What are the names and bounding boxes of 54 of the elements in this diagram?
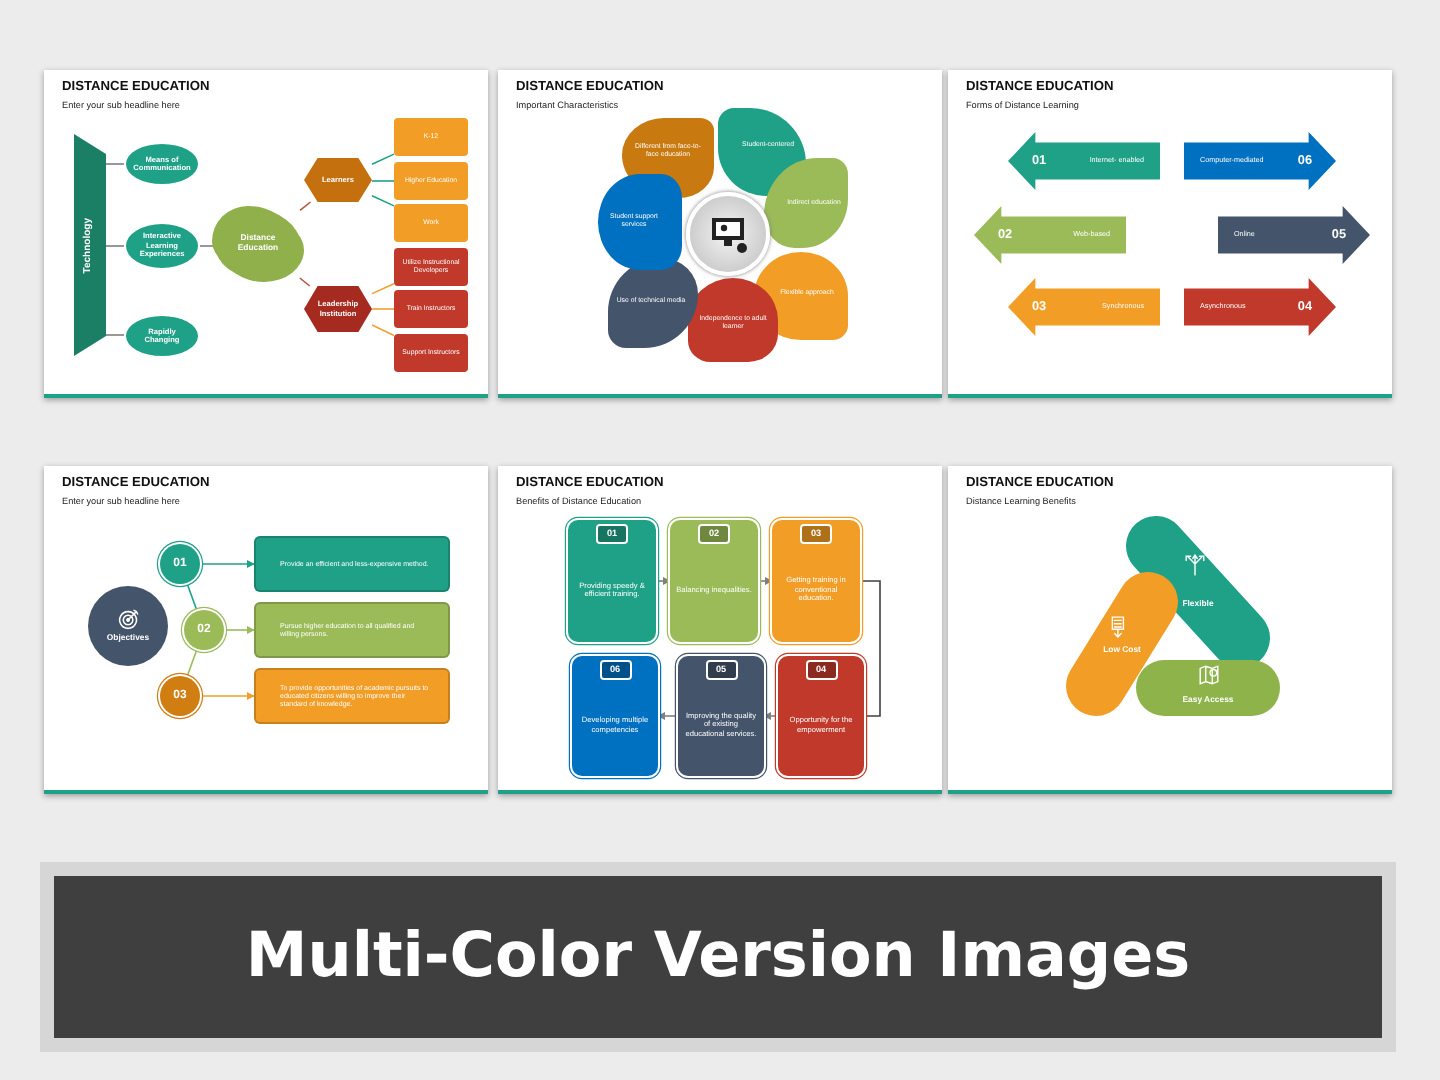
petal-shape bbox=[598, 174, 682, 270]
connector-line bbox=[105, 163, 125, 165]
arrow bbox=[655, 577, 671, 585]
number-circle bbox=[160, 544, 200, 584]
number-circle bbox=[184, 610, 224, 650]
slide-card bbox=[948, 70, 1392, 398]
slide-card bbox=[948, 466, 1392, 794]
arrow bbox=[223, 626, 255, 634]
connector-line bbox=[105, 334, 125, 336]
benefit-card bbox=[572, 656, 658, 776]
rounded-box bbox=[394, 290, 468, 328]
connector-line bbox=[105, 245, 125, 247]
benefit-card bbox=[568, 520, 656, 642]
banner-title: Multi-Color Version Images bbox=[245, 921, 1191, 993]
arrow bbox=[199, 560, 255, 568]
connector-line bbox=[371, 180, 395, 182]
arrow bbox=[657, 712, 679, 720]
rounded-box bbox=[394, 204, 468, 242]
arrow bbox=[763, 712, 779, 720]
petal-shape bbox=[688, 278, 778, 362]
rounded-box bbox=[394, 118, 468, 156]
connector-line bbox=[859, 580, 881, 717]
rounded-box bbox=[394, 162, 468, 200]
arrow bbox=[199, 692, 255, 700]
connector-line bbox=[371, 308, 395, 310]
text-box bbox=[254, 668, 450, 724]
rounded-box bbox=[394, 248, 468, 286]
petal-shape bbox=[764, 158, 848, 248]
text-box bbox=[254, 602, 450, 658]
slide-card bbox=[498, 466, 942, 794]
slide-card bbox=[44, 70, 488, 398]
benefit-card bbox=[778, 656, 864, 776]
connector-line bbox=[371, 282, 395, 295]
benefit-card bbox=[670, 520, 758, 642]
curved-band bbox=[1066, 572, 1178, 716]
connector-line bbox=[371, 194, 395, 207]
rounded-box bbox=[394, 334, 468, 372]
arrow bbox=[757, 577, 773, 585]
connector-line bbox=[299, 277, 311, 287]
connector-line bbox=[186, 582, 198, 612]
connector-line bbox=[371, 153, 395, 166]
connector-line bbox=[299, 201, 312, 212]
number-circle bbox=[160, 676, 200, 716]
cloud-node bbox=[216, 210, 300, 278]
connector-line bbox=[199, 245, 217, 247]
slide-card bbox=[44, 466, 488, 794]
connector-line bbox=[186, 648, 198, 678]
benefit-card bbox=[772, 520, 860, 642]
text-box bbox=[254, 536, 450, 592]
objective-circle bbox=[88, 586, 168, 666]
curved-band bbox=[1136, 660, 1280, 716]
slide-card bbox=[498, 70, 942, 398]
connector-line bbox=[371, 324, 395, 337]
benefit-card bbox=[678, 656, 764, 776]
